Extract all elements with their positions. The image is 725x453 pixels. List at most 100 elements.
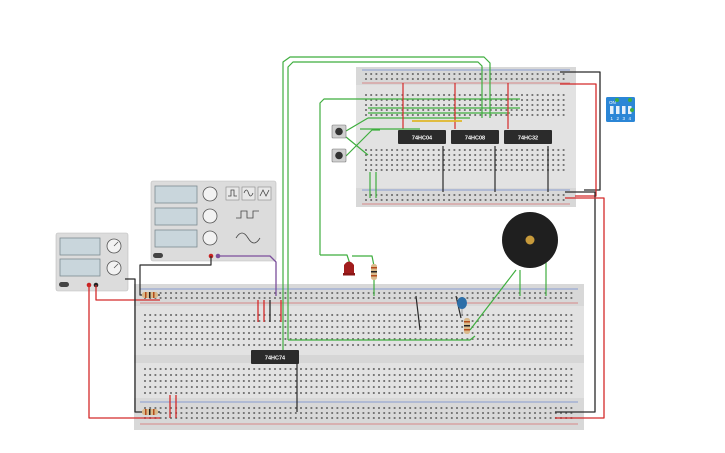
breadboard-hole[interactable] <box>549 412 552 414</box>
breadboard-hole[interactable] <box>456 374 458 376</box>
breadboard-hole[interactable] <box>305 392 308 394</box>
breadboard-hole[interactable] <box>289 417 292 419</box>
breadboard-hole[interactable] <box>326 374 328 376</box>
breadboard-hole[interactable] <box>515 194 518 196</box>
breadboard-hole[interactable] <box>196 314 198 316</box>
breadboard-hole[interactable] <box>248 326 250 328</box>
breadboard-hole[interactable] <box>248 344 250 346</box>
breadboard-hole[interactable] <box>492 314 495 316</box>
breadboard-hole[interactable] <box>398 380 401 382</box>
breadboard-hole[interactable] <box>443 169 445 171</box>
breadboard-hole[interactable] <box>547 114 549 116</box>
breadboard-hole[interactable] <box>469 94 471 96</box>
breadboard-hole[interactable] <box>380 169 383 171</box>
breadboard-hole[interactable] <box>401 169 404 171</box>
breadboard-hole[interactable] <box>502 332 505 334</box>
breadboard-hole[interactable] <box>396 109 399 111</box>
breadboard-hole[interactable] <box>268 412 271 414</box>
breadboard-hole[interactable] <box>515 199 518 201</box>
breadboard-hole[interactable] <box>458 164 461 166</box>
breadboard-hole[interactable] <box>196 332 198 334</box>
breadboard-hole[interactable] <box>500 169 503 171</box>
breadboard-hole[interactable] <box>463 164 466 166</box>
breadboard-hole[interactable] <box>495 169 497 171</box>
breadboard-hole[interactable] <box>502 417 505 419</box>
breadboard-hole[interactable] <box>414 320 417 322</box>
breadboard-hole[interactable] <box>427 99 430 101</box>
breadboard-hole[interactable] <box>149 332 152 334</box>
breadboard-hole[interactable] <box>523 417 526 419</box>
breadboard-hole[interactable] <box>544 320 547 322</box>
breadboard-hole[interactable] <box>422 159 425 161</box>
breadboard-hole[interactable] <box>505 169 508 171</box>
breadboard-hole[interactable] <box>370 194 373 196</box>
breadboard-hole[interactable] <box>437 104 440 106</box>
breadboard-hole[interactable] <box>458 159 461 161</box>
breadboard-hole[interactable] <box>320 314 323 316</box>
breadboard-hole[interactable] <box>227 386 230 388</box>
breadboard-hole[interactable] <box>437 159 440 161</box>
breadboard-hole[interactable] <box>463 94 466 96</box>
breadboard-hole[interactable] <box>492 338 495 340</box>
breadboard-hole[interactable] <box>222 314 224 316</box>
breadboard-hole[interactable] <box>424 292 427 294</box>
breadboard-hole[interactable] <box>570 332 573 334</box>
breadboard-hole[interactable] <box>469 194 471 196</box>
breadboard-hole[interactable] <box>424 338 427 340</box>
breadboard-hole[interactable] <box>346 292 349 294</box>
breadboard-hole[interactable] <box>268 292 271 294</box>
breadboard-hole[interactable] <box>461 368 464 370</box>
breadboard-hole[interactable] <box>411 73 414 75</box>
breadboard-hole[interactable] <box>505 149 508 151</box>
breadboard-hole[interactable] <box>515 169 518 171</box>
breadboard-hole[interactable] <box>274 374 276 376</box>
breadboard-hole[interactable] <box>305 412 308 414</box>
breadboard-hole[interactable] <box>175 368 178 370</box>
breadboard-hole[interactable] <box>404 368 406 370</box>
breadboard-hole[interactable] <box>508 292 510 294</box>
breadboard-hole[interactable] <box>409 392 412 394</box>
breadboard-hole[interactable] <box>539 380 542 382</box>
breadboard-hole[interactable] <box>396 159 399 161</box>
breadboard-hole[interactable] <box>367 344 370 346</box>
breadboard-hole[interactable] <box>526 169 529 171</box>
breadboard-hole[interactable] <box>398 392 401 394</box>
breadboard-hole[interactable] <box>391 99 393 101</box>
breadboard-hole[interactable] <box>383 380 386 382</box>
breadboard-hole[interactable] <box>206 407 209 409</box>
breadboard-hole[interactable] <box>539 412 542 414</box>
breadboard-hole[interactable] <box>552 149 555 151</box>
breadboard-hole[interactable] <box>411 149 414 151</box>
breadboard-hole[interactable] <box>315 314 318 316</box>
breadboard-hole[interactable] <box>531 149 534 151</box>
breadboard-hole[interactable] <box>489 199 492 201</box>
breadboard-hole[interactable] <box>222 368 224 370</box>
breadboard-hole[interactable] <box>570 380 573 382</box>
breadboard-hole[interactable] <box>482 320 484 322</box>
breadboard-hole[interactable] <box>341 392 344 394</box>
dip-toggle-1[interactable] <box>610 106 614 114</box>
breadboard-hole[interactable] <box>336 338 339 340</box>
breadboard-hole[interactable] <box>484 94 487 96</box>
breadboard-hole[interactable] <box>518 407 521 409</box>
breadboard-hole[interactable] <box>445 332 448 334</box>
resistor-led[interactable] <box>371 264 377 280</box>
breadboard-hole[interactable] <box>383 368 386 370</box>
breadboard-hole[interactable] <box>206 374 209 376</box>
breadboard-hole[interactable] <box>502 314 505 316</box>
breadboard-hole[interactable] <box>443 109 445 111</box>
breadboard-hole[interactable] <box>378 412 380 414</box>
breadboard-hole[interactable] <box>300 297 302 299</box>
breadboard-hole[interactable] <box>484 99 487 101</box>
breadboard-hole[interactable] <box>552 109 555 111</box>
breadboard-hole[interactable] <box>443 149 445 151</box>
breadboard-hole[interactable] <box>419 417 422 419</box>
breadboard-hole[interactable] <box>432 94 435 96</box>
breadboard-hole[interactable] <box>570 407 573 409</box>
breadboard-hole[interactable] <box>562 94 565 96</box>
breadboard-hole[interactable] <box>419 368 422 370</box>
breadboard-hole[interactable] <box>279 407 282 409</box>
breadboard-hole[interactable] <box>422 94 425 96</box>
breadboard-hole[interactable] <box>237 332 240 334</box>
breadboard-hole[interactable] <box>170 297 172 299</box>
